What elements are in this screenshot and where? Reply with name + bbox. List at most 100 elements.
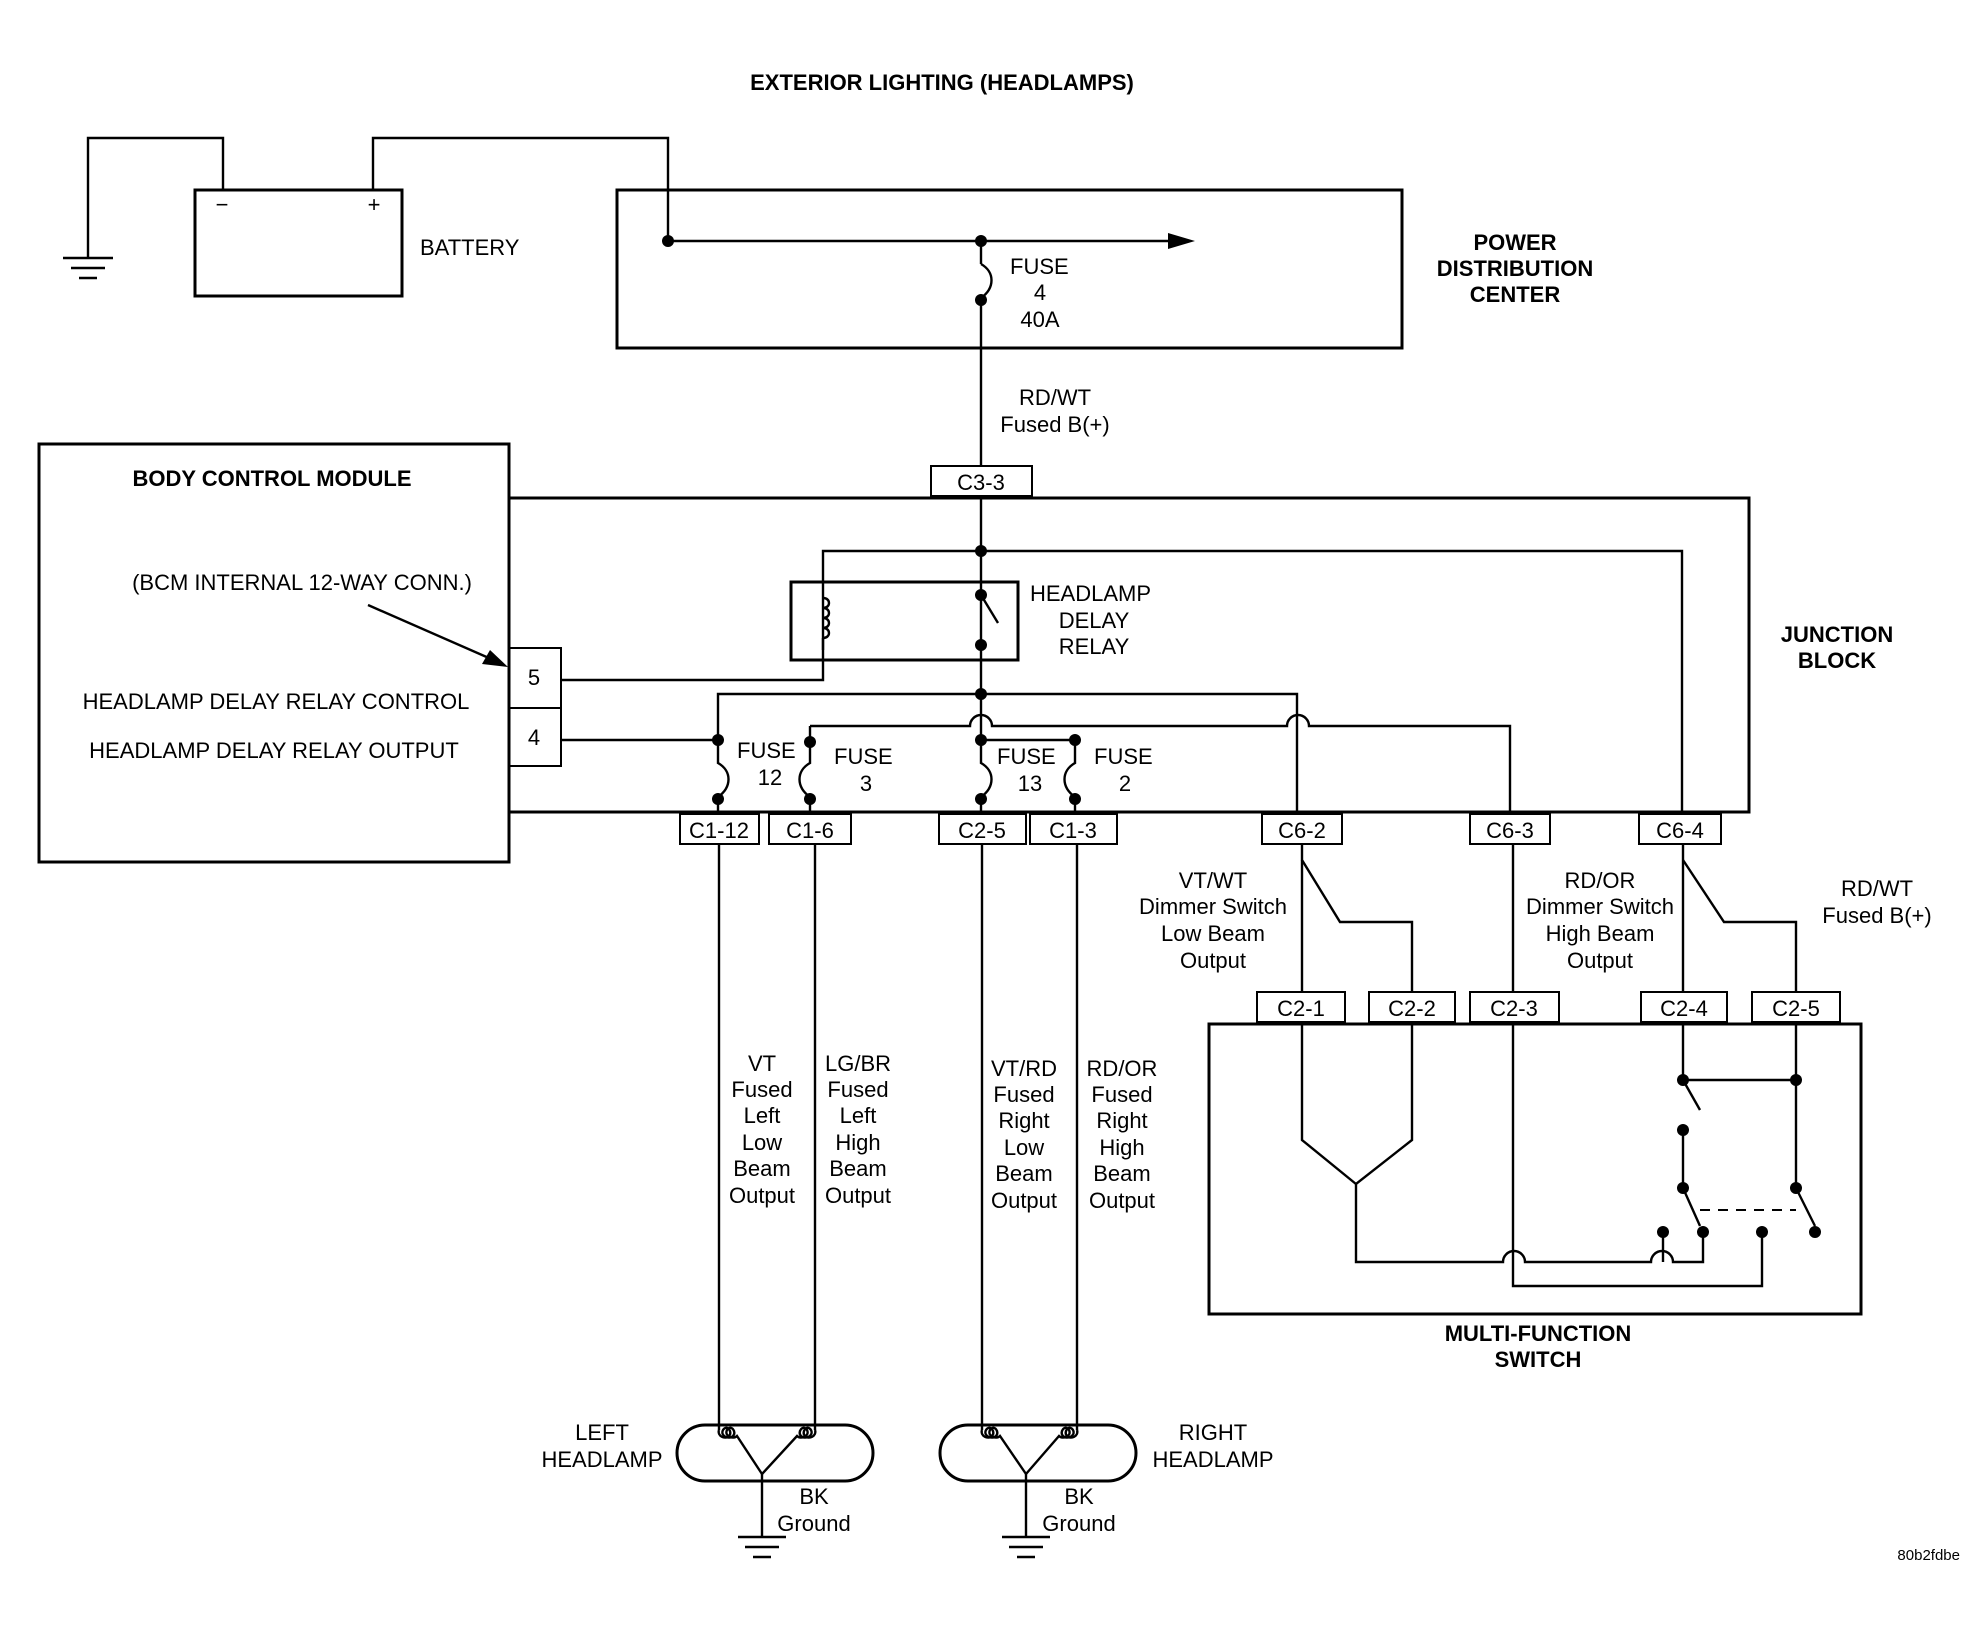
fuse-4-icon (980, 262, 993, 299)
fuse-2-icon (1063, 740, 1077, 798)
wire-label: Output (1180, 948, 1246, 973)
junction-dot (662, 235, 674, 247)
left-high-beam-wire-label: LG/BR Fused Left High Beam Output (825, 1051, 891, 1208)
wire-label: Output (825, 1183, 891, 1208)
connector-c1-6 (768, 813, 852, 845)
dimmer-high-beam-wire-label: RD/OR Dimmer Switch High Beam Output (1526, 868, 1674, 973)
wire-label: Beam (1093, 1161, 1150, 1186)
connector-label: C6-2 (1278, 818, 1326, 843)
pdc-box (615, 188, 1404, 350)
c6-2-to-c2-2-wire (1300, 844, 1414, 1008)
high-beam-filament-icon (1025, 1426, 1079, 1475)
left-headlamp-label: HEADLAMP (541, 1447, 662, 1472)
note-arrow (367, 603, 499, 664)
ground-icon (1002, 1535, 1050, 1559)
ground-label: Ground (777, 1511, 850, 1536)
switch-blade-icon (1681, 1079, 1702, 1111)
fuse-number: 12 (758, 765, 782, 790)
dimmer-feed-wire (810, 713, 1512, 827)
wire-label: Left (744, 1103, 781, 1128)
right-high-beam-wire-label: RD/OR Fused Right High Beam Output (1087, 1056, 1158, 1213)
fuse-label: FUSE (737, 738, 796, 763)
high-beam-filament-icon (761, 1426, 817, 1475)
multi-function-switch: C2-1 C2-2 C2-3 C2-4 C2-5 MULTI-FUNCTION … (1207, 991, 1863, 1372)
pdc-label: DISTRIBUTION (1437, 256, 1593, 281)
headlamp-delay-relay (789, 580, 1020, 662)
connector-label: C6-4 (1656, 818, 1704, 843)
wire-label: High Beam (1546, 921, 1655, 946)
connector-label: C1-3 (1049, 818, 1097, 843)
jb-connectors: C1-12 C1-6 C2-5 C1-3 C6-2 C6-3 C6-4 (679, 813, 1722, 845)
low-beam-path (1300, 1022, 1414, 1186)
switch-blade-icon (1794, 1187, 1817, 1227)
right-headlamp: RIGHT HEADLAMP BK Ground (938, 1420, 1274, 1559)
switch-contact-dot (1697, 1226, 1709, 1238)
connector-label: C1-12 (689, 818, 749, 843)
low-beam-filament-icon (980, 1426, 1027, 1475)
connector-label: C3-3 (957, 470, 1005, 495)
relay-coil-feed-wire (821, 549, 981, 650)
mfs-label: SWITCH (1495, 1347, 1582, 1372)
switch-contact-dot (1809, 1226, 1821, 1238)
fuse-label: FUSE (997, 744, 1056, 769)
relay-control-wire (561, 638, 825, 682)
wire-label: Right (998, 1108, 1049, 1133)
wire-label: High (835, 1130, 880, 1155)
wire-label: VT/RD (991, 1056, 1057, 1081)
battery-ground-icon (63, 256, 113, 280)
wire-label: Output (991, 1188, 1057, 1213)
left-headlamp: LEFT HEADLAMP BK Ground (541, 1420, 875, 1559)
left-low-beam-wire-label: VT Fused Left Low Beam Output (729, 1051, 795, 1208)
wire-label: Output (729, 1183, 795, 1208)
wire-label: Fused (827, 1077, 888, 1102)
wire-label: Beam (995, 1161, 1052, 1186)
feed-wire-desc: Fused B(+) (1000, 412, 1109, 437)
wire-label: LG/BR (825, 1051, 891, 1076)
connector-label: C2-3 (1490, 996, 1538, 1021)
low-beam-filament-icon (717, 1426, 764, 1475)
diagram-title: EXTERIOR LIGHTING (HEADLAMPS) (750, 70, 1134, 95)
battery-negative-sign: − (216, 192, 229, 217)
relay-coil-icon (822, 596, 831, 640)
fuse-number: 3 (860, 771, 872, 796)
fuse-12-icon (716, 740, 730, 798)
junction-block: JUNCTION BLOCK HEADLAMP DELAY RELAY (507, 496, 1893, 827)
bcm-box (37, 442, 511, 864)
mfs-box (1207, 1022, 1863, 1316)
wire-label: VT (748, 1051, 776, 1076)
right-headlamp-label: HEADLAMP (1152, 1447, 1273, 1472)
wire-label: Beam (829, 1156, 886, 1181)
ground-icon (738, 1535, 786, 1559)
right-low-beam-wire-label: VT/RD Fused Right Low Beam Output (991, 1056, 1057, 1213)
wire-label: High (1099, 1135, 1144, 1160)
battery-positive-sign: + (368, 192, 381, 217)
battery-ground-wire (86, 136, 225, 258)
pdc-fuse-number: 4 (1034, 280, 1046, 305)
wire-label: VT/WT (1179, 868, 1247, 893)
connector-label: C2-5 (1772, 996, 1820, 1021)
c6-2-wire (981, 692, 1299, 827)
battery-body (193, 188, 404, 298)
pdc-fuse-label: FUSE (1010, 254, 1069, 279)
dimmer-low-beam-wire-label: VT/WT Dimmer Switch Low Beam Output (1139, 868, 1287, 973)
connector-label: C1-6 (786, 818, 834, 843)
connector-c2-3 (1469, 991, 1560, 1023)
wire-label: Beam (733, 1156, 790, 1181)
switch-blade-icon (1681, 1187, 1702, 1227)
wire-label: Low (1004, 1135, 1044, 1160)
wire-label: Right (1096, 1108, 1147, 1133)
connector-label: C2-2 (1388, 996, 1436, 1021)
wire-label: RD/OR (1565, 868, 1636, 893)
feed-wire-color: RD/WT (1019, 385, 1091, 410)
bcm-title: BODY CONTROL MODULE (132, 466, 411, 491)
right-headlamp-label: RIGHT (1179, 1420, 1247, 1445)
left-headlamp-bulb (675, 1423, 875, 1483)
pdc-label: POWER (1473, 230, 1556, 255)
bcm-note: (BCM INTERNAL 12-WAY CONN.) (132, 570, 472, 595)
wire-label: Fused (731, 1077, 792, 1102)
arrow-head-icon (482, 650, 508, 667)
ground-wire-color: BK (799, 1484, 829, 1509)
relay-output-bus (716, 692, 981, 740)
connector-c3-3 (930, 465, 1033, 497)
connector-c2-5 (1751, 991, 1841, 1023)
